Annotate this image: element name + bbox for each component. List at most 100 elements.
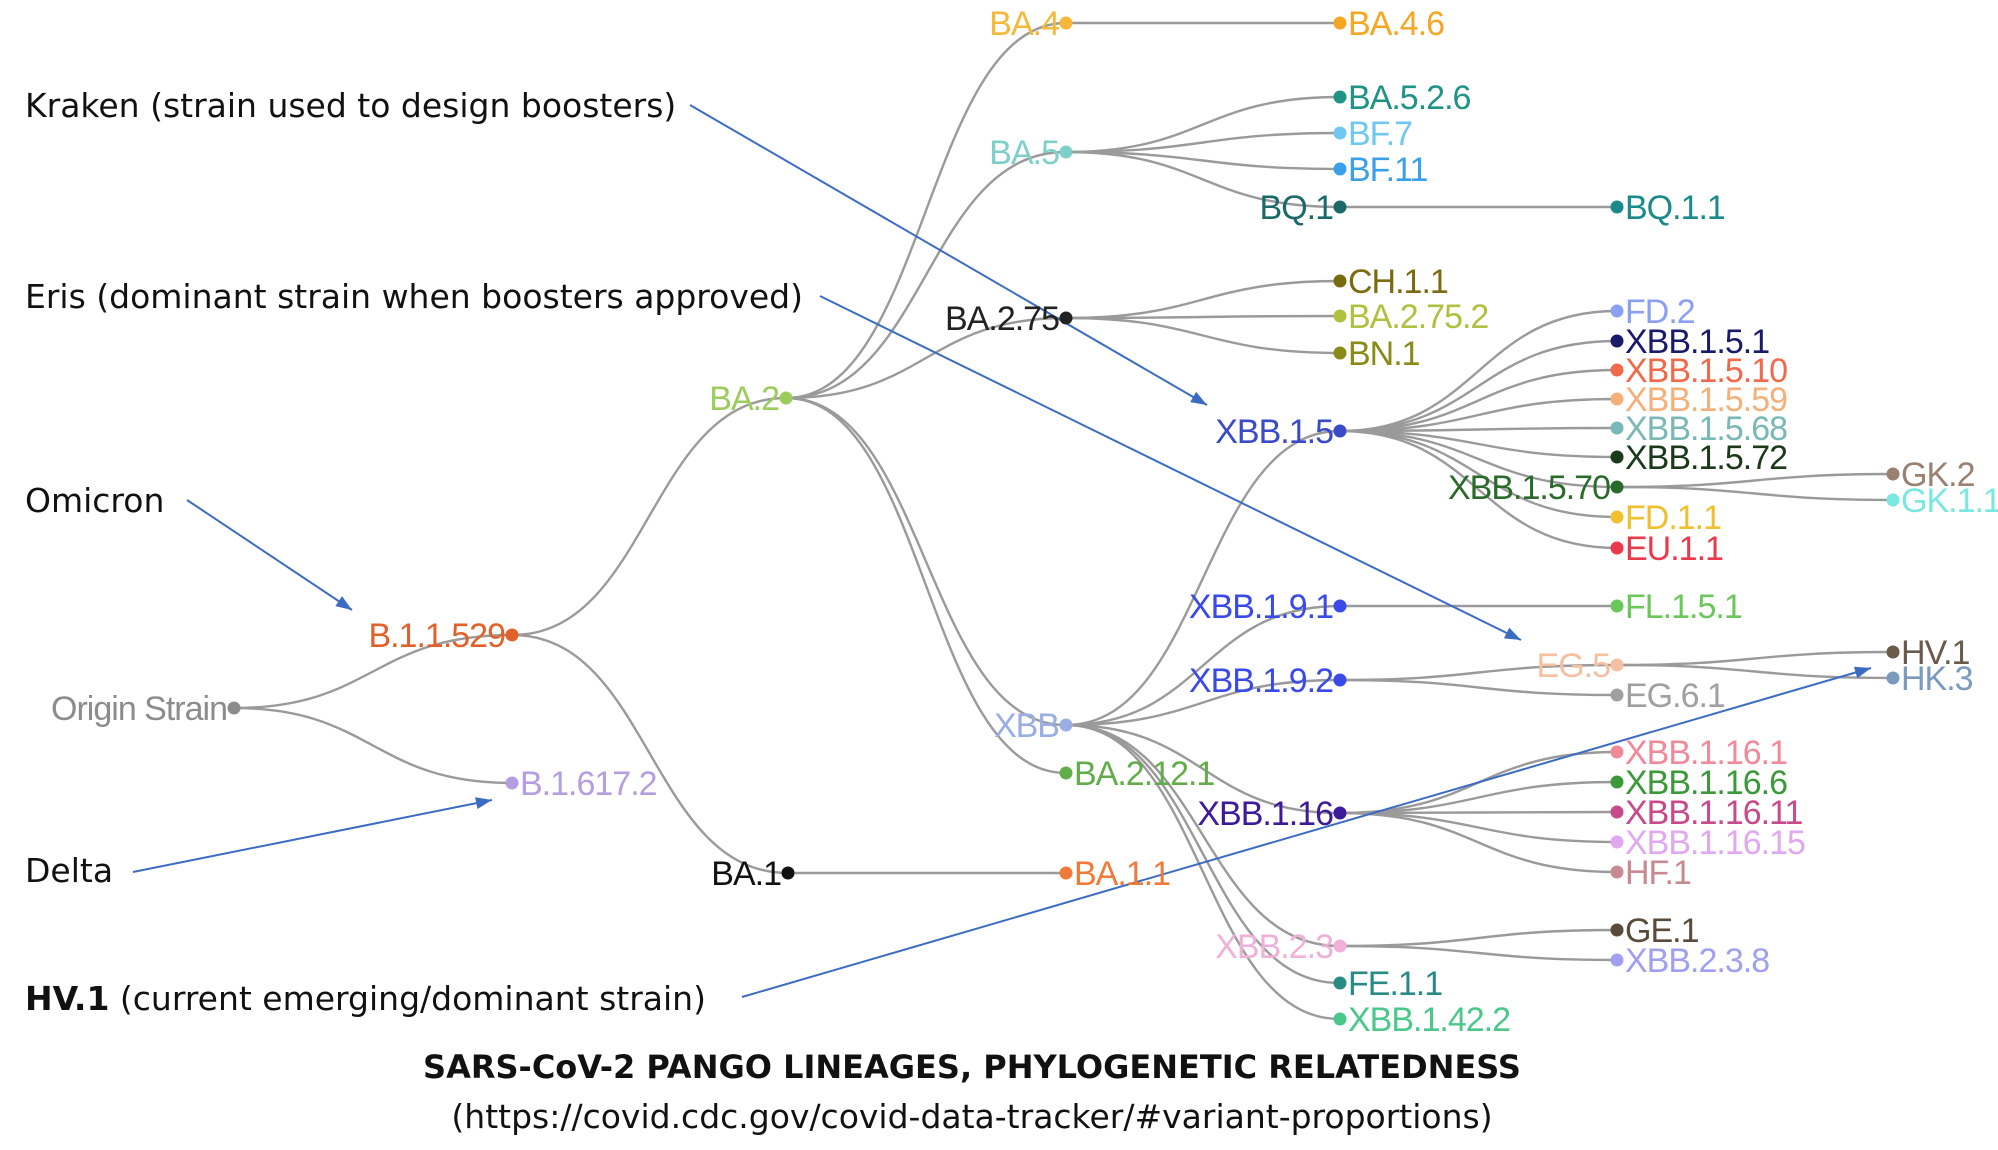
annotations: Kraken (strain used to design boosters) … <box>25 86 803 1018</box>
node-ba2121: BA.2.12.1 <box>1059 755 1215 793</box>
node-ge1: GE.1 <box>1610 912 1700 950</box>
node-label-eg5: EG.5 <box>1537 647 1611 685</box>
edge-xbb-xbb116 <box>1065 723 1341 815</box>
edge-xbb15-eu11 <box>1339 429 1618 550</box>
edge-eg5-hv1 <box>1616 650 1894 667</box>
edge-xbb15-xbb1510 <box>1339 368 1618 433</box>
node-dot-xbb23 <box>1333 939 1347 953</box>
node-dot-b11529 <box>505 628 519 642</box>
kraken-arrow-head <box>1190 391 1207 405</box>
node-dot-ba526 <box>1333 90 1347 104</box>
kraken-arrow <box>689 104 1208 406</box>
node-dot-xbb1572 <box>1610 450 1624 464</box>
node-dot-xbb191 <box>1333 599 1347 613</box>
node-label-b16172: B.1.617.2 <box>520 765 657 803</box>
node-dot-xbb1510 <box>1610 363 1624 377</box>
node-label-fe11: FE.1.1 <box>1348 965 1442 1003</box>
omicron-arrow-line <box>186 499 353 611</box>
node-fd11: FD.1.1 <box>1610 499 1722 537</box>
node-dot-xbb151 <box>1610 334 1624 348</box>
caption-title: SARS-CoV-2 PANGO LINEAGES, PHYLOGENETIC … <box>423 1048 1521 1086</box>
node-ba46: BA.4.6 <box>1333 5 1445 43</box>
node-bf11: BF.11 <box>1333 151 1429 189</box>
node-label-xbb1422: XBB.1.42.2 <box>1348 1001 1510 1039</box>
edge-xbb15-xbb1570 <box>1339 429 1618 489</box>
node-label-fd11: FD.1.1 <box>1625 499 1721 537</box>
edge-ba5-ba526 <box>1065 95 1341 154</box>
node-ba275: BA.2.75 <box>945 300 1073 338</box>
node-dot-xbb <box>1059 718 1073 732</box>
node-label-bf7: BF.7 <box>1348 115 1412 153</box>
node-dot-hk3 <box>1886 671 1900 685</box>
edge-xbb192-eg61 <box>1339 678 1618 697</box>
node-label-xbb11611: XBB.1.16.11 <box>1625 794 1802 832</box>
node-dot-fe11 <box>1333 976 1347 990</box>
hv1-arrow-head <box>1853 666 1871 679</box>
node-xbb1510: XBB.1.5.10 <box>1610 352 1788 390</box>
node-dot-ge1 <box>1610 923 1624 937</box>
node-dot-xbb15 <box>1333 424 1347 438</box>
edge-xbb-xbb23 <box>1065 723 1341 948</box>
node-label-xbb1568: XBB.1.5.68 <box>1625 410 1787 448</box>
delta-arrow <box>132 797 493 873</box>
tree-edges <box>233 21 1894 1021</box>
edge-ba2-ba2121 <box>785 396 1067 775</box>
node-dot-hf1 <box>1610 865 1624 879</box>
node-xbb1161: XBB.1.16.1 <box>1610 734 1788 772</box>
node-dot-bf11 <box>1333 162 1347 176</box>
node-gk11: GK.1.1 <box>1886 482 1998 520</box>
node-xbb23: XBB.2.3 <box>1215 928 1347 966</box>
edge-origin-b16172 <box>233 706 513 785</box>
node-label-b11529: B.1.1.529 <box>368 617 505 655</box>
node-label-xbb1570: XBB.1.5.70 <box>1448 469 1610 507</box>
node-label-xbb192: XBB.1.9.2 <box>1189 662 1333 700</box>
node-xbb: XBB <box>994 707 1073 745</box>
node-dot-xbb1559 <box>1610 392 1624 406</box>
delta-annotation: Delta <box>25 851 113 890</box>
node-label-xbb15: XBB.1.5 <box>1215 413 1333 451</box>
node-label-ba4: BA.4 <box>989 5 1059 43</box>
node-xbb11611: XBB.1.16.11 <box>1610 794 1803 832</box>
edge-xbb-xbb15 <box>1065 429 1341 727</box>
edge-ba2-xbb <box>785 396 1067 727</box>
node-xbb1570: XBB.1.5.70 <box>1448 469 1624 507</box>
node-label-gk2: GK.2 <box>1901 456 1975 494</box>
node-dot-xbb1166 <box>1610 775 1624 789</box>
node-xbb1568: XBB.1.5.68 <box>1610 410 1788 448</box>
node-xbb15: XBB.1.5 <box>1215 413 1347 451</box>
node-dot-xbb116 <box>1333 806 1347 820</box>
delta-arrow-head <box>475 797 492 810</box>
node-hv1: HV.1 <box>1886 634 1971 672</box>
hv1-annotation-rest: (current emerging/dominant strain) <box>109 979 706 1018</box>
node-dot-gk2 <box>1886 467 1900 481</box>
kraken-arrow-line <box>689 104 1208 406</box>
node-dot-ba2121 <box>1059 766 1073 780</box>
node-ba5: BA.5 <box>989 134 1073 172</box>
hv1-arrow-line <box>741 667 1872 998</box>
node-label-ge1: GE.1 <box>1625 912 1699 950</box>
eris-arrow-head <box>1503 627 1521 640</box>
node-dot-bq11 <box>1610 200 1624 214</box>
node-dot-gk11 <box>1886 493 1900 507</box>
edge-xbb15-fd11 <box>1339 429 1618 519</box>
node-label-eg61: EG.6.1 <box>1625 677 1725 715</box>
node-xbb11615: XBB.1.16.15 <box>1610 824 1806 862</box>
edge-xbb1570-gk11 <box>1616 485 1894 502</box>
node-label-ba46: BA.4.6 <box>1348 5 1444 43</box>
node-label-bn1: BN.1 <box>1348 335 1420 373</box>
node-label-bq11: BQ.1.1 <box>1625 189 1725 227</box>
node-dot-xbb192 <box>1333 673 1347 687</box>
kraken-annotation: Kraken (strain used to design boosters) <box>25 86 676 125</box>
edge-origin-b11529 <box>233 633 513 710</box>
edge-xbb116-xbb11611 <box>1339 810 1618 815</box>
node-fe11: FE.1.1 <box>1333 965 1443 1003</box>
node-dot-ba5 <box>1059 145 1073 159</box>
eris-arrow <box>819 295 1522 641</box>
node-dot-bn1 <box>1333 346 1347 360</box>
caption: SARS-CoV-2 PANGO LINEAGES, PHYLOGENETIC … <box>423 1048 1521 1136</box>
node-dot-xbb1161 <box>1610 745 1624 759</box>
node-dot-eu11 <box>1610 541 1624 555</box>
edge-xbb15-xbb1568 <box>1339 426 1618 433</box>
node-label-origin: Origin Strain <box>51 690 227 728</box>
